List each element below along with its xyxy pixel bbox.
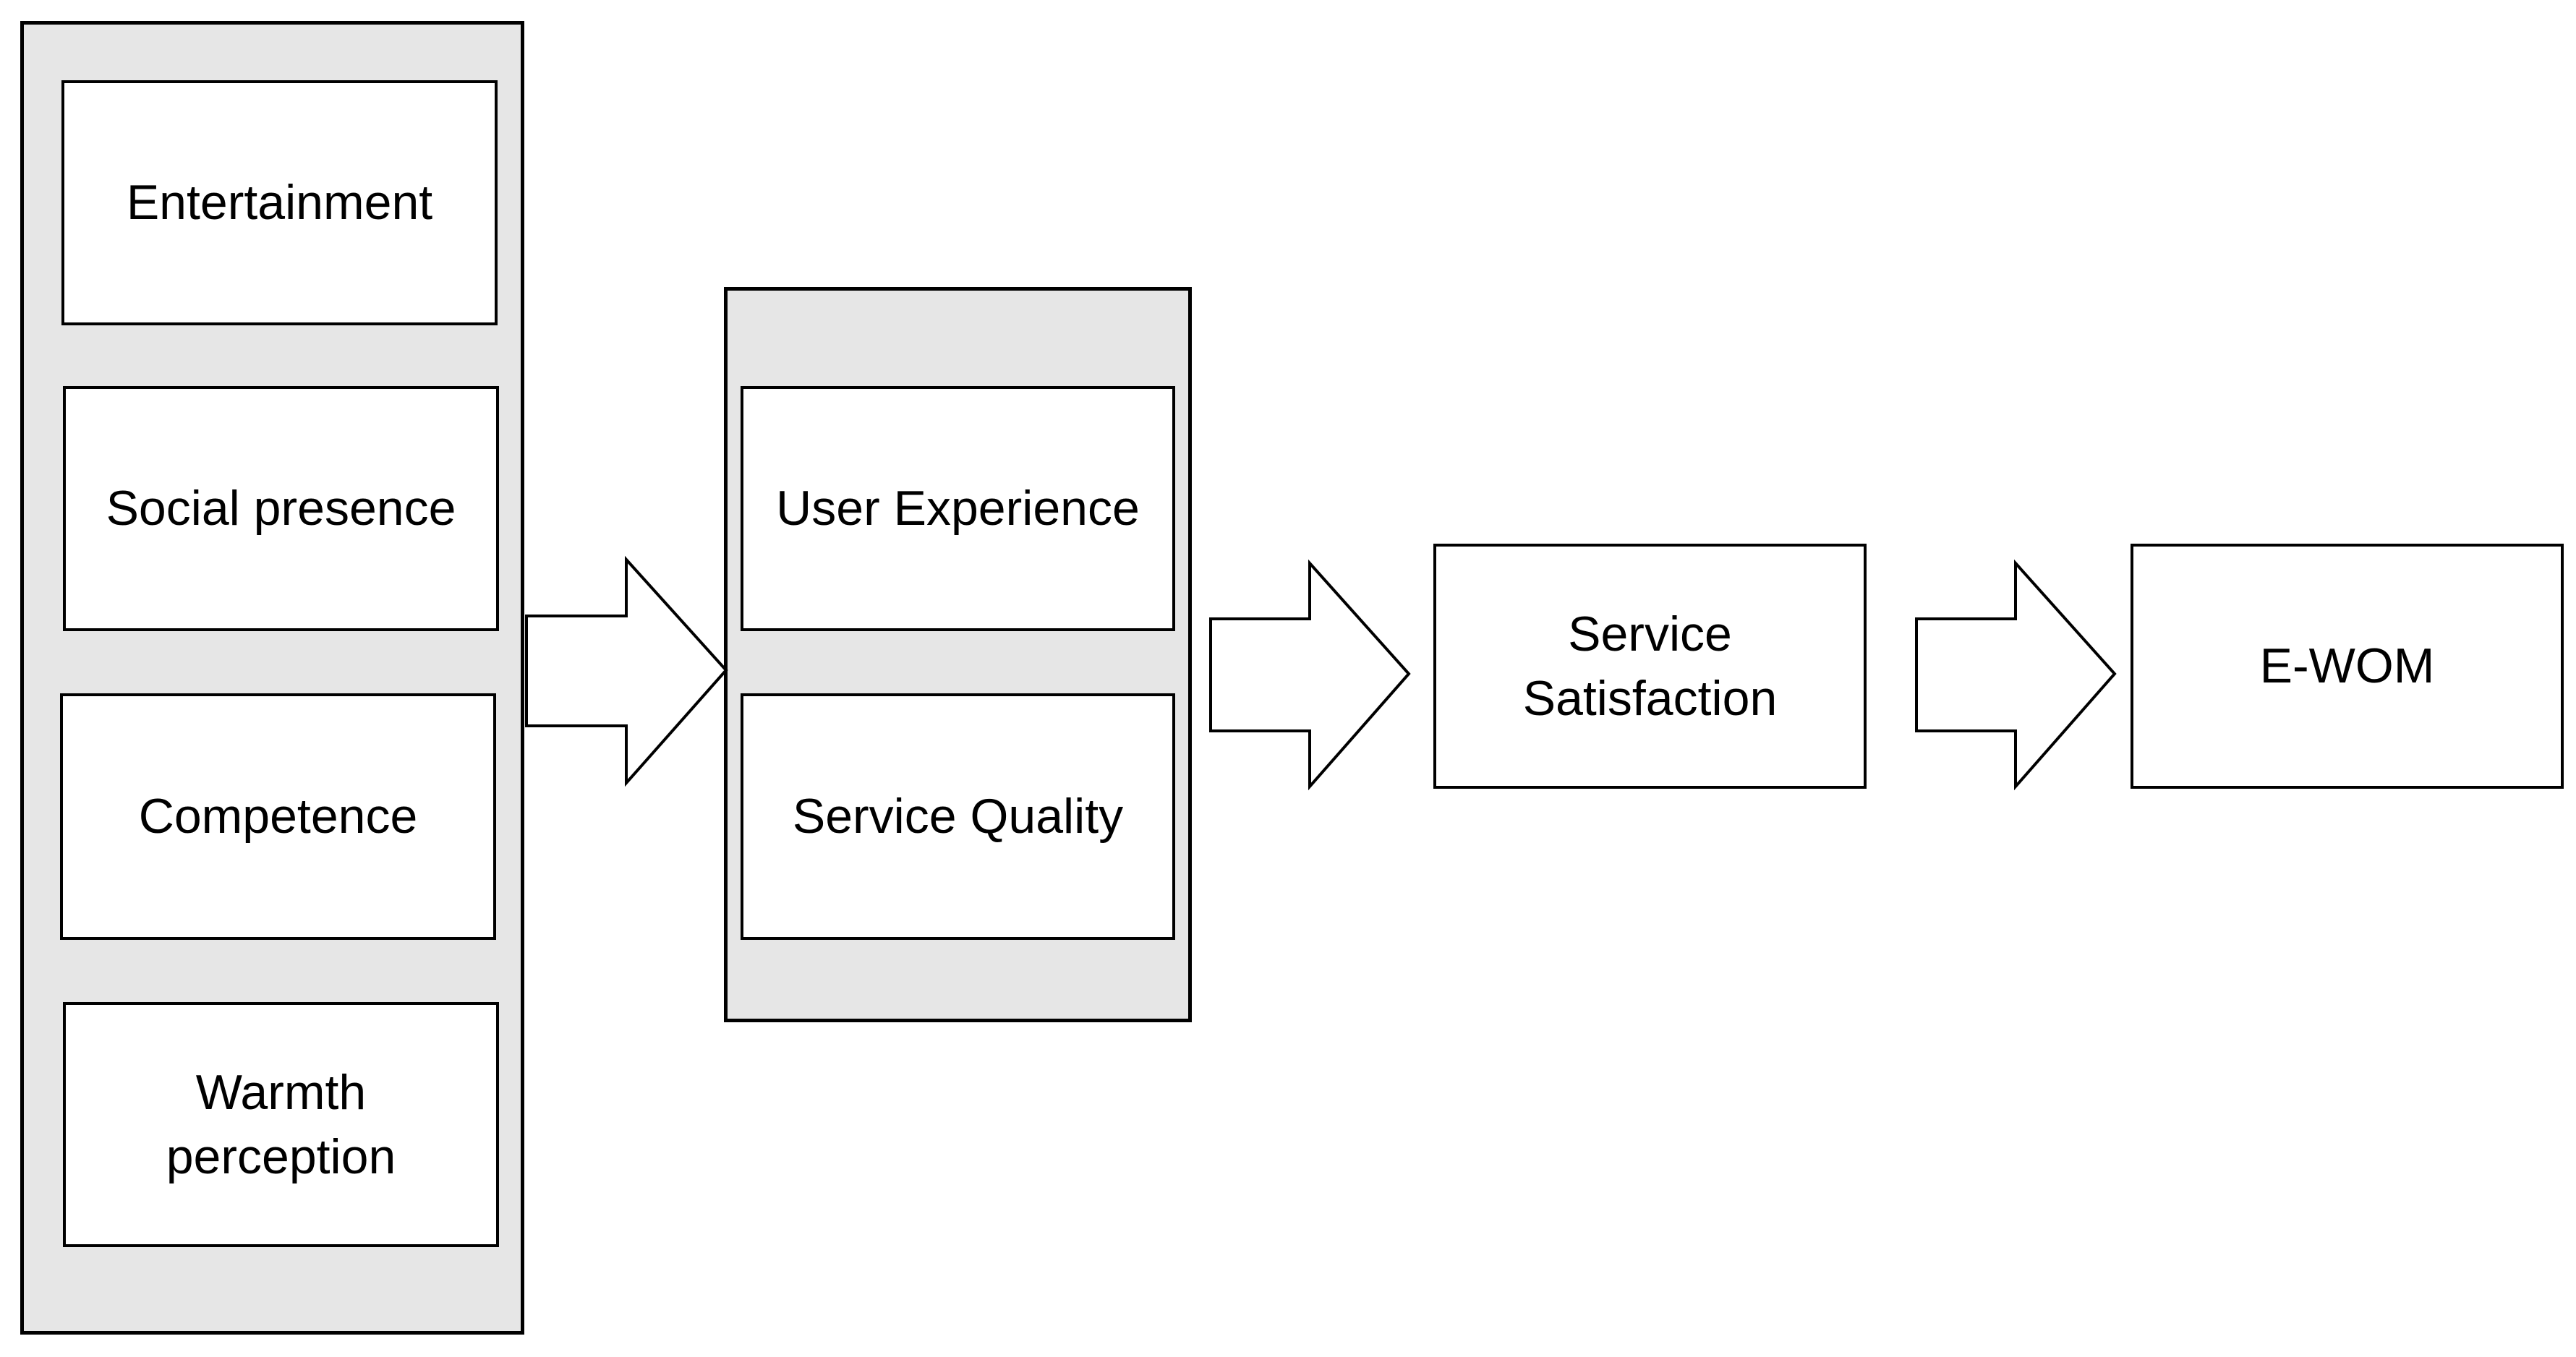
entertainment-label: Entertainment (126, 175, 433, 231)
user-experience-box: User Experience (741, 386, 1175, 631)
service-satisfaction-box: Service Satisfaction (1433, 544, 1867, 789)
service-quality-box: Service Quality (741, 693, 1175, 940)
social-presence-box: Social presence (63, 386, 499, 631)
competence-box: Competence (60, 693, 496, 940)
entertainment-box: Entertainment (61, 80, 498, 325)
social-presence-label: Social presence (106, 481, 456, 536)
e-wom-label: E-WOM (2259, 638, 2435, 694)
arrow-antecedents-to-mediators (525, 555, 728, 787)
service-satisfaction-label: Service Satisfaction (1522, 607, 1778, 726)
user-experience-label: User Experience (776, 481, 1140, 536)
service-quality-label: Service Quality (792, 789, 1124, 844)
warmth-perception-box: Warmth perception (63, 1002, 499, 1247)
arrow-satisfaction-to-ewom (1915, 559, 2117, 791)
arrow-mediators-to-satisfaction (1209, 559, 1411, 791)
warmth-perception-label: Warmth perception (166, 1065, 396, 1184)
e-wom-box: E-WOM (2131, 544, 2564, 789)
competence-label: Competence (138, 789, 418, 844)
